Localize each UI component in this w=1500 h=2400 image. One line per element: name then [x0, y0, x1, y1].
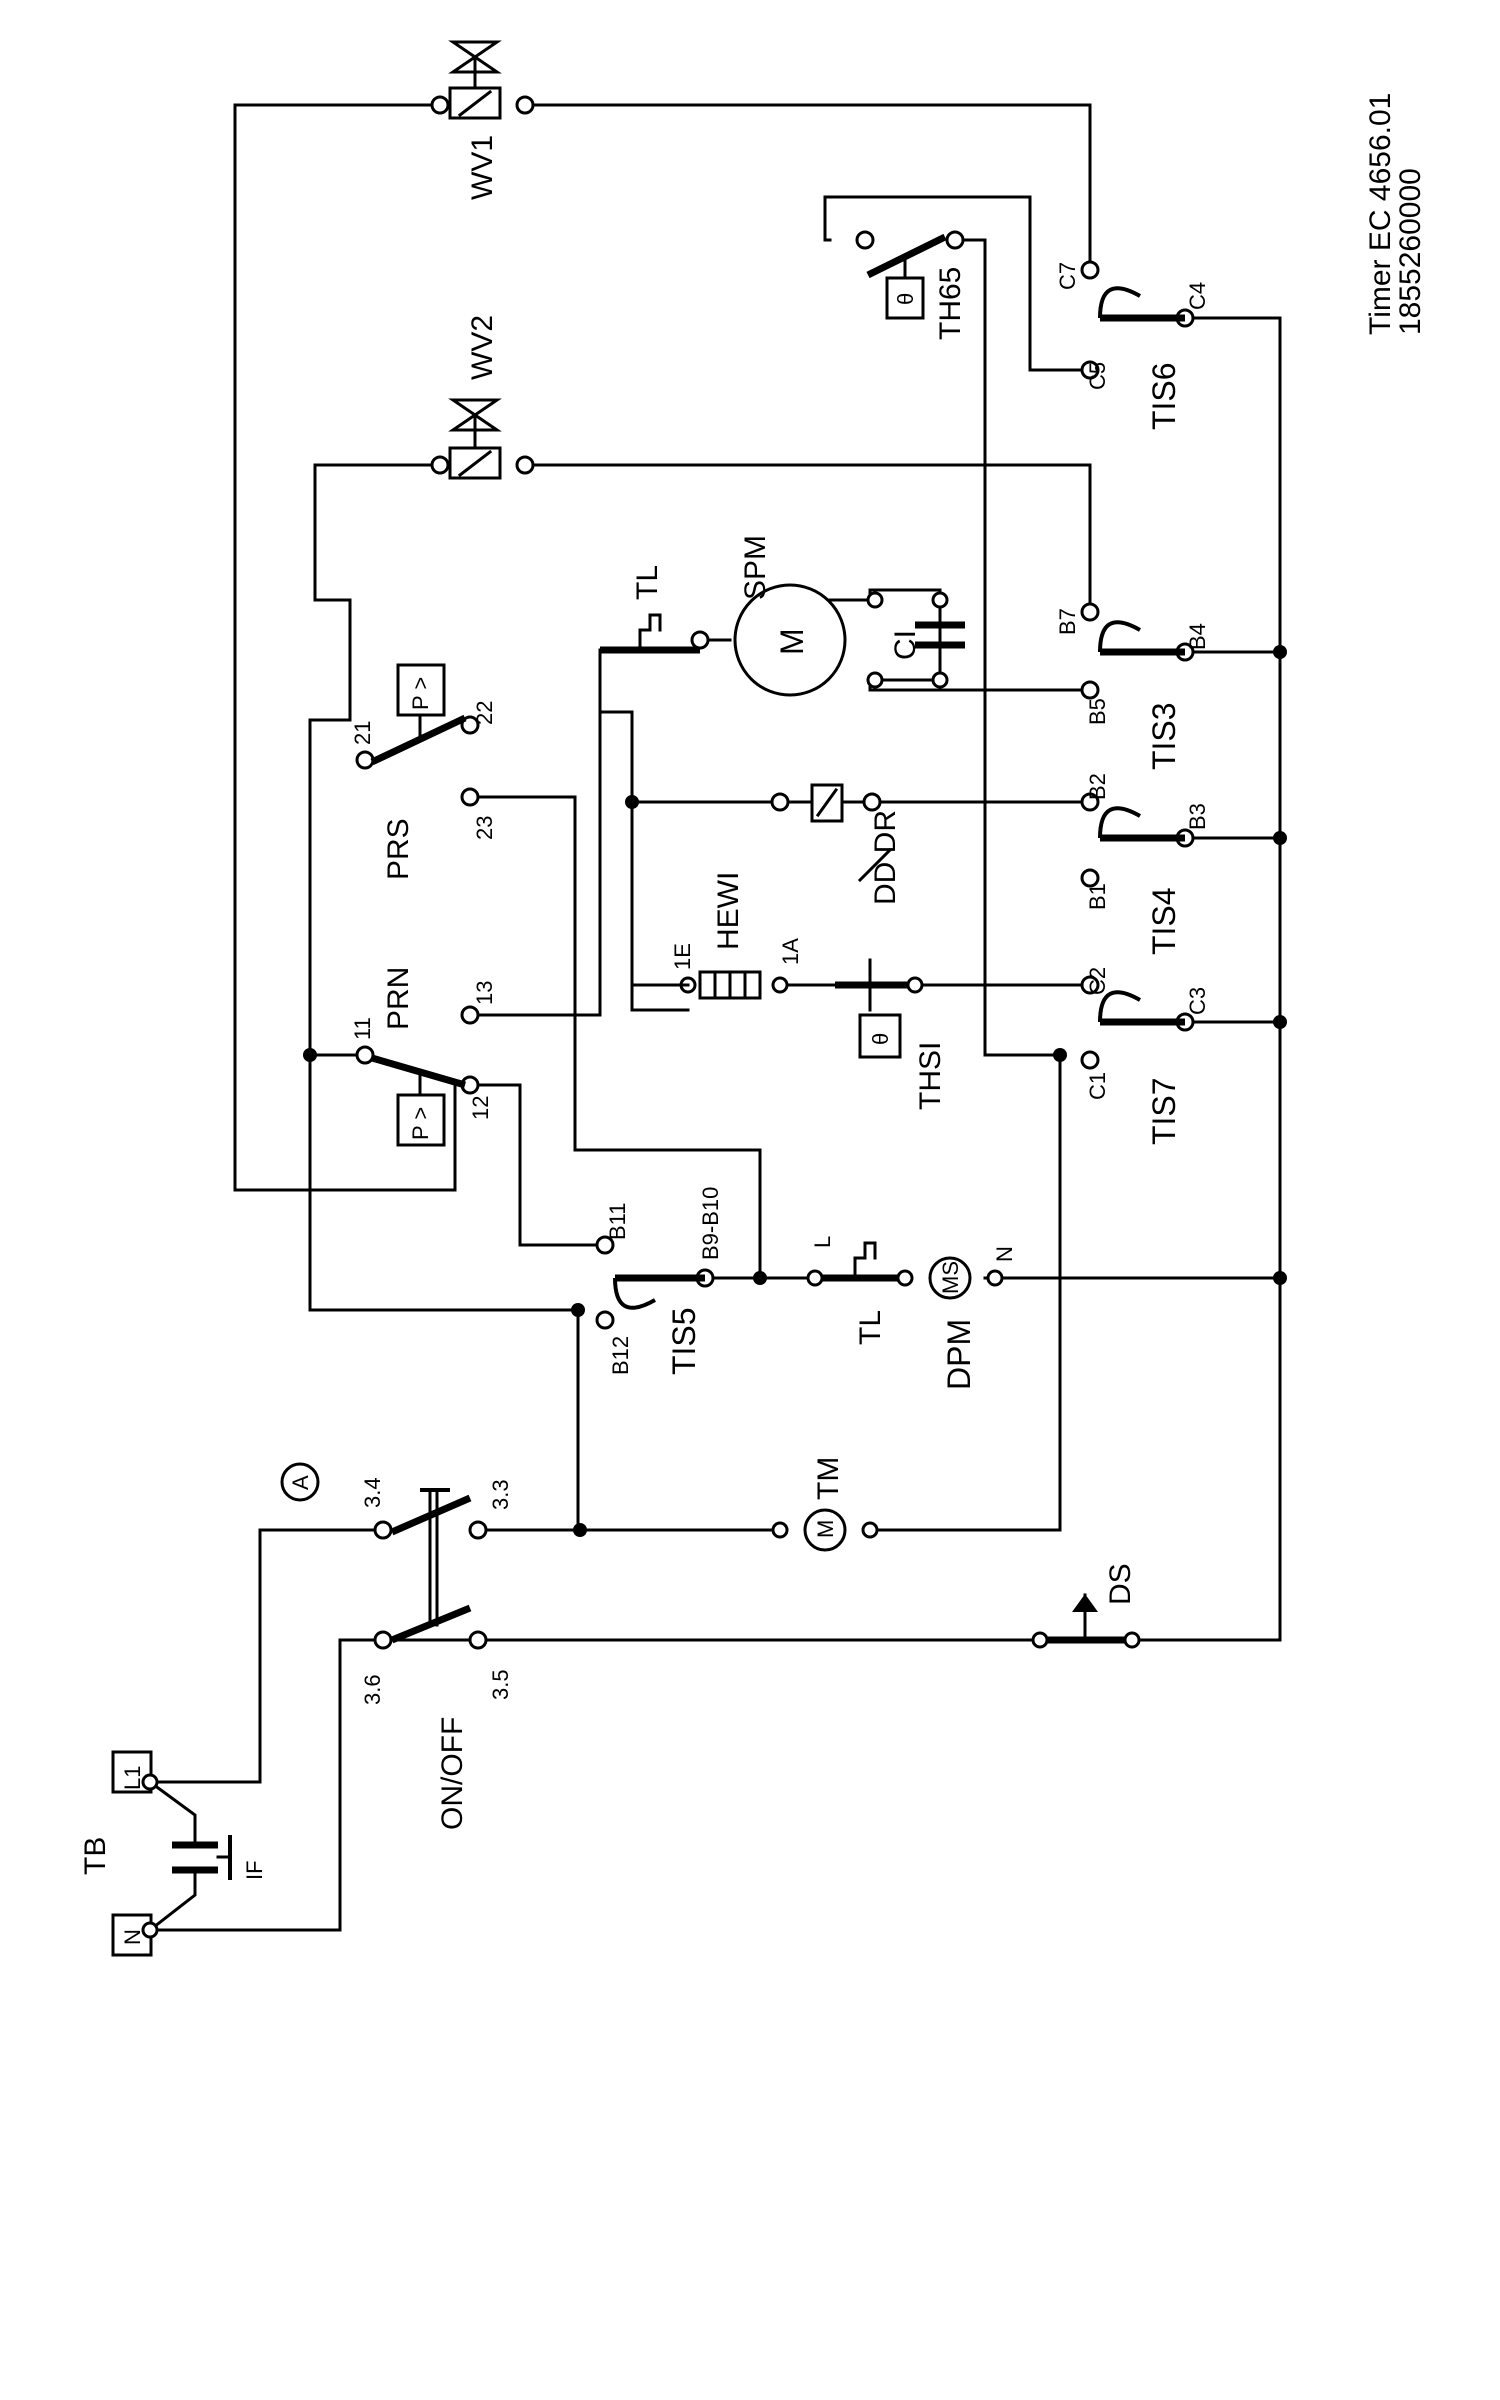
term-b7: B7 [1055, 608, 1080, 635]
term-3-3: 3.3 [488, 1479, 513, 1510]
hewi-label: HEWI [712, 872, 745, 950]
on-off-label: ON/OFF [436, 1717, 469, 1830]
actuator-dd-dr: DD DR [625, 783, 902, 905]
term-b9-b10: B9-B10 [698, 1187, 723, 1260]
wires [147, 103, 1282, 1933]
marker-a: A [280, 1462, 320, 1502]
term-c3: C3 [1185, 987, 1210, 1015]
tis7-label: TIS7 [1146, 1077, 1182, 1145]
term-c1: C1 [1085, 1072, 1110, 1100]
tis3-label: TIS3 [1146, 702, 1182, 770]
switch-on-off: 3.4 3.3 3.6 3.5 ON/OFF [360, 1477, 587, 1830]
ci-label: CI [889, 630, 922, 660]
th65-label: TH65 [934, 267, 967, 340]
timer-motor-tm: M TM [771, 1457, 879, 1552]
term-1a: 1A [778, 938, 803, 965]
tis6-label: TIS6 [1146, 362, 1182, 430]
if-label: IF [242, 1860, 267, 1880]
term-c7: C7 [1055, 262, 1080, 290]
tb-n: N [120, 1929, 145, 1945]
term-1e: 1E [670, 943, 695, 970]
term-23: 23 [472, 816, 497, 840]
switch-tis7: C2 C1 C3 TIS7 [1053, 967, 1210, 1145]
term-b3: B3 [1185, 803, 1210, 830]
switch-tis3: B7 B5 B4 TIS3 [1055, 602, 1210, 770]
pump-spm: TL M SPM CI [600, 535, 965, 697]
switch-tis6: C7 C5 C4 TIS6 [1055, 260, 1210, 430]
tb-label: TB [79, 1837, 112, 1875]
term-11: 11 [350, 1017, 375, 1040]
term-b2: B2 [1085, 773, 1110, 800]
junctions [1273, 645, 1287, 1285]
dpm-motor-symbol: MS [938, 1261, 963, 1294]
title-block: Timer EC 4656.01 1855260000 [1364, 93, 1427, 335]
tm-label: TM [812, 1457, 845, 1500]
tm-motor-symbol: M [813, 1520, 838, 1538]
valve-wv1: WV1 [430, 40, 535, 200]
prn-p-symbol: P > [408, 1107, 433, 1140]
door-switch-ds: DS [1031, 1563, 1141, 1649]
wv1-label: WV1 [466, 135, 499, 200]
term-12: 12 [468, 1096, 493, 1120]
term-21: 21 [350, 721, 375, 745]
term-22: 22 [472, 701, 497, 725]
term-c5: C5 [1085, 362, 1110, 390]
pressure-switch-prn: P > 11 12 13 PRN [303, 967, 497, 1147]
thsi-label: THSI [914, 1042, 947, 1110]
term-b11: B11 [605, 1202, 630, 1240]
terminal-block-tb: L1 N TB IF [79, 1750, 267, 1957]
tl-label-bottom: TL [854, 1310, 887, 1345]
spm-motor-symbol: M [774, 628, 810, 655]
term-3-6: 3.6 [360, 1674, 385, 1705]
tis5-label: TIS5 [666, 1307, 702, 1375]
dd-dr-label: DD DR [869, 810, 902, 905]
term-b5: B5 [1085, 698, 1110, 725]
prs-label: PRS [382, 818, 415, 880]
term-n: N [992, 1246, 1017, 1262]
thermostat-thsi: θ THSI [835, 958, 947, 1110]
spm-label: SPM [739, 535, 772, 600]
prs-p-symbol: P > [408, 677, 433, 710]
term-3-4: 3.4 [360, 1477, 385, 1508]
term-13: 13 [472, 981, 497, 1005]
switch-tis4: B2 B1 B3 TIS4 [1080, 773, 1210, 955]
pressure-switch-prs: P > 21 22 23 PRS [350, 663, 497, 880]
thermostat-th65: θ TH65 [855, 230, 967, 340]
dishwasher-pump-dpm: L TL MS N DPM [806, 1236, 1017, 1390]
prn-label: PRN [382, 967, 415, 1030]
tb-l1: L1 [120, 1766, 145, 1790]
dpm-label: DPM [941, 1319, 977, 1390]
term-l: L [810, 1236, 835, 1248]
term-c4: C4 [1185, 282, 1210, 310]
title-line-2: 1855260000 [1394, 168, 1427, 335]
th65-theta: θ [893, 293, 918, 305]
term-b4: B4 [1185, 623, 1210, 650]
term-c2: C2 [1085, 967, 1110, 995]
ds-label: DS [1104, 1563, 1137, 1605]
wv2-label: WV2 [466, 315, 499, 380]
term-3-5: 3.5 [488, 1669, 513, 1700]
switch-tis5: B11 B12 B9-B10 TIS5 [571, 1187, 767, 1375]
term-b1: B1 [1085, 883, 1110, 910]
valve-wv2: WV2 [430, 315, 535, 480]
tis4-label: TIS4 [1146, 887, 1182, 955]
term-b12: B12 [608, 1336, 633, 1375]
heater-hewi: HEWI 1E 1A [630, 872, 803, 1000]
title-line-1: Timer EC 4656.01 [1364, 93, 1397, 335]
marker-a-label: A [288, 1475, 313, 1490]
thsi-theta: θ [868, 1033, 893, 1045]
tl-label-top: TL [631, 565, 664, 600]
